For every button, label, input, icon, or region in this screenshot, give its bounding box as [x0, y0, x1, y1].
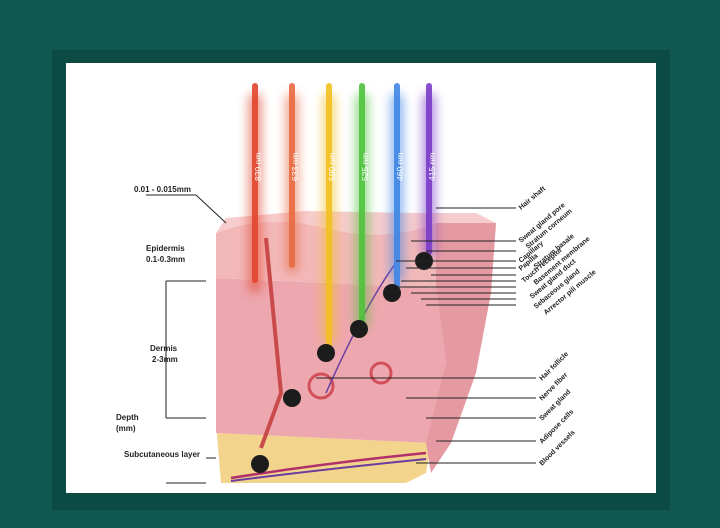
wavelength-label-525: 525 nm [360, 153, 370, 181]
penetration-markers [251, 252, 433, 473]
hair-follicle [259, 237, 284, 449]
label-hair-shaft: Hair shaft [518, 185, 548, 212]
wavelength-label-415: 415 nm [427, 153, 437, 181]
beam-633: 633 nm [285, 83, 300, 273]
right-label-text: Hair shaft Sweat gland pore Stratum corn… [518, 185, 598, 467]
skin-diagram: 830 nm 633 nm 590 nm 525 nm 460 nm 415 n… [116, 83, 598, 484]
epidermis-thickness-label: 0.1-0.3mm [146, 255, 185, 264]
dermis-thickness-label: 2-3mm [152, 355, 178, 364]
depth-marker-525 [350, 320, 368, 338]
top-thickness-label: 0.01 - 0.015mm [134, 185, 191, 194]
wavelength-label-830: 830 nm [253, 153, 263, 181]
beam-460: 460 nm [390, 83, 405, 288]
depth-marker-590 [317, 344, 335, 362]
dermis-label: Dermis [150, 344, 178, 353]
subcutaneous-label: Subcutaneous layer [124, 450, 200, 459]
wavelength-label-460: 460 nm [395, 153, 405, 181]
light-beams: 830 nm 633 nm 590 nm 525 nm 460 nm 415 n… [248, 83, 437, 348]
blood-vessel [230, 458, 427, 482]
subcutaneous-fat [216, 423, 431, 483]
left-annotations [146, 194, 227, 484]
skin-side-face [426, 223, 496, 473]
wavelength-label-590: 590 nm [327, 153, 337, 181]
beam-525: 525 nm [355, 83, 370, 328]
beam-590: 590 nm [322, 83, 337, 348]
depth-unit-label: (mm) [116, 424, 136, 433]
depth-marker-633 [283, 389, 301, 407]
depth-label: Depth [116, 413, 139, 422]
beam-415: 415 nm [422, 83, 437, 258]
depth-marker-460 [383, 284, 401, 302]
epidermis-label: Epidermis [146, 244, 185, 253]
wavelength-label-633: 633 nm [290, 153, 300, 181]
depth-marker-830 [251, 455, 269, 473]
skin-diagram-card: 830 nm 633 nm 590 nm 525 nm 460 nm 415 n… [66, 63, 656, 493]
sweat-gland [307, 372, 335, 400]
beam-830: 830 nm [248, 83, 263, 293]
sweat-gland [369, 361, 393, 385]
blood-vessel [230, 451, 427, 480]
right-annotations [316, 207, 536, 464]
